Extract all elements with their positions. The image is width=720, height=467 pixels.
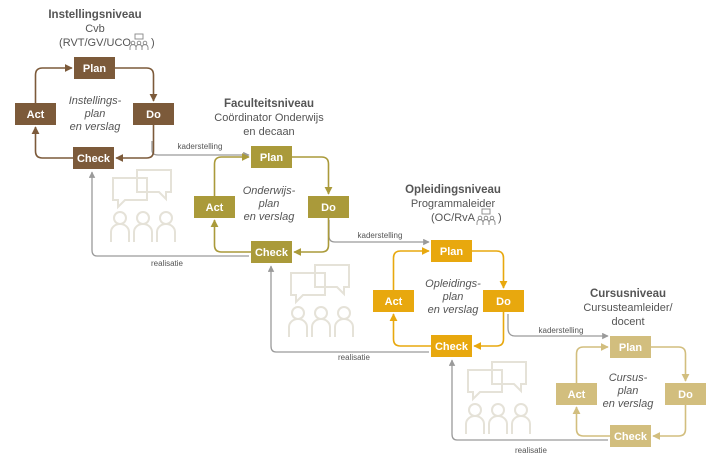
act-to-plan-arrow [34, 64, 73, 103]
level-subtitle: (OC/RvA [431, 212, 476, 224]
level-subtitle: Coördinator Onderwijs [214, 112, 324, 124]
do-box: Do [133, 103, 174, 125]
act-label: Act [568, 389, 586, 401]
kaderstelling-label: kaderstelling [358, 231, 403, 240]
realisatie-label: realisatie [338, 353, 371, 362]
plan-label: Plan [619, 342, 643, 354]
kaderstelling-arrow [507, 314, 609, 340]
plan-verslag-text: en verslag [603, 398, 655, 410]
level-4-pdca: CursusniveauCursusteamleider/docentPlanD… [556, 288, 706, 447]
act-label: Act [385, 296, 403, 308]
check-box: Check [251, 241, 292, 263]
act-box: Act [556, 383, 597, 405]
level-subtitle: (RVT/GV/UCO [59, 37, 131, 49]
kaderstelling-label: kaderstelling [178, 142, 223, 151]
level-title: Opleidingsniveau [405, 184, 501, 196]
act-to-plan-arrow [213, 153, 250, 196]
plan-to-do-arrow [292, 156, 333, 195]
plan-to-do-arrow [651, 346, 690, 382]
check-to-act-arrow [572, 406, 610, 437]
act-to-plan-arrow [575, 343, 609, 383]
realisatie-arrow [448, 359, 608, 441]
people-discussion-icon [110, 169, 176, 242]
do-box: Do [665, 383, 706, 405]
do-box: Do [483, 290, 524, 312]
level-subtitle: Cursusteamleider/ [583, 302, 673, 314]
plan-verslag-text: plan [258, 198, 280, 210]
plan-verslag-text: en verslag [244, 211, 296, 223]
check-to-act-arrow [389, 313, 431, 347]
plan-label: Plan [260, 152, 284, 164]
check-label: Check [614, 431, 648, 443]
act-box: Act [15, 103, 56, 125]
plan-verslag-text: en verslag [70, 121, 122, 133]
level-subtitle-close: ) [498, 212, 502, 224]
realisatie-label: realisatie [151, 259, 184, 268]
check-label: Check [77, 153, 111, 165]
act-box: Act [194, 196, 235, 218]
plan-to-do-arrow [115, 67, 158, 102]
plan-label: Plan [440, 246, 464, 258]
plan-verslag-text: plan [442, 291, 464, 303]
level-title: Cursusniveau [590, 288, 666, 300]
level-subtitle: docent [611, 316, 644, 328]
level-subtitle: en decaan [243, 126, 294, 138]
plan-verslag-text: Opleidings- [425, 278, 481, 290]
check-box: Check [431, 335, 472, 357]
check-to-act-arrow [210, 219, 251, 253]
people-group-icon [476, 208, 496, 225]
plan-box: Plan [74, 57, 115, 79]
plan-to-do-arrow [472, 250, 508, 289]
people-discussion-icon [288, 264, 354, 337]
realisatie-arrow [88, 171, 249, 257]
do-box: Do [308, 196, 349, 218]
do-label: Do [146, 109, 161, 121]
act-box: Act [373, 290, 414, 312]
do-label: Do [321, 202, 336, 214]
act-to-plan-arrow [392, 247, 430, 290]
plan-box: Plan [431, 240, 472, 262]
level-subtitle-close: ) [151, 37, 155, 49]
realisatie-label: realisatie [515, 446, 548, 455]
plan-label: Plan [83, 63, 107, 75]
level-subtitle: Programmaleider [411, 198, 496, 210]
plan-box: Plan [251, 146, 292, 168]
check-box: Check [73, 147, 114, 169]
people-group-icon [129, 33, 149, 50]
plan-verslag-text: Onderwijs- [243, 185, 296, 197]
plan-verslag-text: Cursus- [609, 372, 648, 384]
do-label: Do [678, 389, 693, 401]
act-label: Act [27, 109, 45, 121]
plan-verslag-text: Instellings- [69, 95, 122, 107]
do-label: Do [496, 296, 511, 308]
check-label: Check [255, 247, 289, 259]
check-box: Check [610, 425, 651, 447]
act-label: Act [206, 202, 224, 214]
check-to-act-arrow [31, 126, 73, 159]
level-title: Faculteitsniveau [224, 98, 314, 110]
do-to-check-arrow [293, 218, 330, 256]
realisatie-arrow [267, 265, 429, 353]
plan-verslag-text: en verslag [428, 304, 480, 316]
level-subtitle: Cvb [85, 23, 105, 35]
plan-verslag-text: plan [84, 108, 106, 120]
do-to-check-arrow [473, 312, 505, 350]
check-label: Check [435, 341, 469, 353]
plan-box: Plan [610, 336, 651, 358]
kaderstelling-label: kaderstelling [539, 326, 584, 335]
plan-verslag-text: plan [617, 385, 639, 397]
do-to-check-arrow [115, 125, 155, 162]
people-discussion-icon [465, 361, 531, 434]
do-to-check-arrow [652, 405, 687, 440]
level-title: Instellingsniveau [48, 9, 141, 21]
